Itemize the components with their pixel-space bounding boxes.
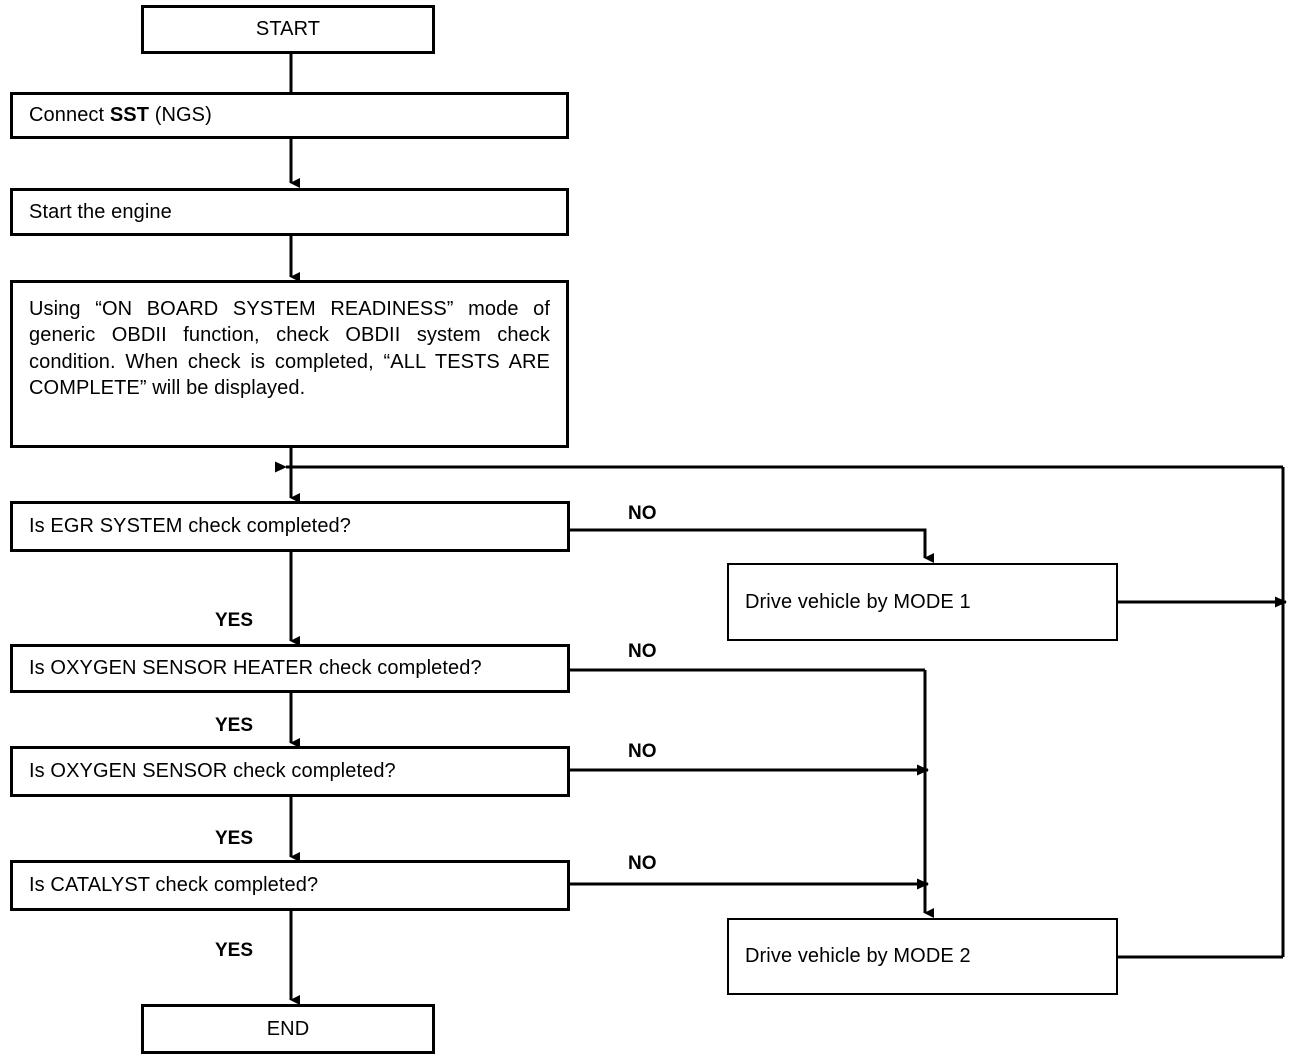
node-connect-sst[interactable]: Connect SST (NGS): [10, 92, 569, 139]
connector-no-egr-to-mode1: [570, 528, 934, 563]
node-drive-mode-1[interactable]: Drive vehicle by MODE 1: [727, 563, 1118, 641]
edge-label-no-o2: NO: [628, 741, 657, 762]
edge-label-yes-o2-heater: YES: [215, 715, 254, 736]
node-question-o2-heater-label: Is OXYGEN SENSOR HEATER check completed?: [29, 657, 482, 680]
edge-label-yes-egr: YES: [215, 610, 254, 631]
node-connect-sst-label: Connect SST (NGS): [13, 103, 212, 127]
edge-label-yes-catalyst: YES: [215, 940, 254, 961]
connect-sst-suffix: (NGS): [149, 104, 212, 127]
connect-sst-tool: SST: [109, 104, 150, 127]
node-readiness-label: Using “ON BOARD SYSTEM READINESS” mode o…: [29, 298, 550, 400]
node-drive-mode-2[interactable]: Drive vehicle by MODE 2: [727, 918, 1118, 995]
node-end-label: END: [266, 1017, 310, 1040]
edge-label-yes-o2: YES: [215, 828, 254, 849]
node-start[interactable]: START: [141, 5, 435, 54]
node-question-o2[interactable]: Is OXYGEN SENSOR check completed?: [10, 746, 570, 797]
node-question-catalyst[interactable]: Is CATALYST check completed?: [10, 860, 570, 911]
node-drive-mode-1-label: Drive vehicle by MODE 1: [745, 590, 971, 613]
edge-label-no-o2-heater: NO: [628, 641, 657, 662]
node-question-egr-label: Is EGR SYSTEM check completed?: [29, 515, 352, 538]
node-start-label: START: [255, 18, 321, 41]
node-drive-mode-2-label: Drive vehicle by MODE 2: [745, 945, 971, 968]
edge-label-no-catalyst: NO: [628, 853, 657, 874]
node-start-engine[interactable]: Start the engine: [10, 188, 569, 236]
node-question-egr[interactable]: Is EGR SYSTEM check completed?: [10, 501, 570, 552]
node-question-catalyst-label: Is CATALYST check completed?: [29, 874, 319, 897]
node-question-o2-heater[interactable]: Is OXYGEN SENSOR HEATER check completed?: [10, 644, 570, 693]
node-question-o2-label: Is OXYGEN SENSOR check completed?: [29, 760, 396, 783]
connect-sst-prefix: Connect: [29, 104, 110, 127]
node-readiness-instruction[interactable]: Using “ON BOARD SYSTEM READINESS” mode o…: [10, 280, 569, 448]
node-start-engine-label: Start the engine: [29, 200, 172, 223]
edge-label-no-egr: NO: [628, 503, 657, 524]
node-end[interactable]: END: [141, 1004, 435, 1054]
